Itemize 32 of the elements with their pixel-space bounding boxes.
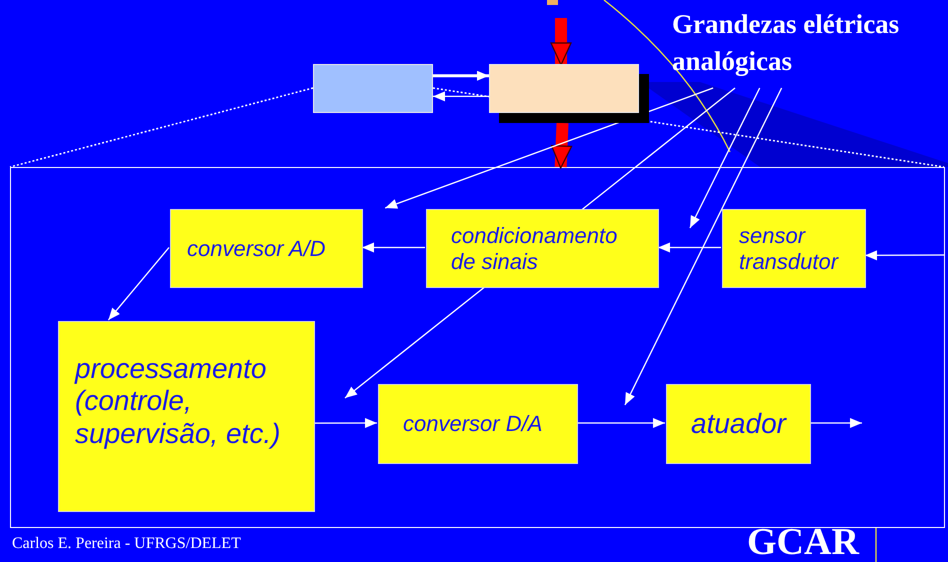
arrow — [433, 70, 489, 81]
block-arrow — [550, 18, 572, 66]
box-label: condicionamento de sinais — [451, 223, 618, 274]
box-label: processamento (controle, supervisão, etc.) — [75, 353, 282, 450]
arrow — [689, 88, 760, 228]
process-box — [170, 209, 363, 288]
heading-text: Grandezas elétricas analógicas — [672, 8, 900, 78]
process-box — [426, 209, 659, 288]
arrow — [624, 88, 782, 406]
arrow — [658, 242, 721, 252]
block-arrow — [550, 122, 572, 169]
process-box — [313, 64, 433, 113]
box-label: conversor A/D — [187, 236, 326, 262]
group-name: GCAR — [747, 520, 859, 562]
arrow — [108, 247, 170, 320]
box-label: sensor transdutor — [739, 223, 840, 274]
arrow — [384, 87, 714, 209]
box-label: atuador — [691, 408, 786, 440]
detail-frame — [10, 167, 945, 528]
arrow — [433, 91, 489, 102]
arrow — [810, 418, 862, 428]
footer-text: Carlos E. Pereira - UFRGS/DELET — [12, 535, 241, 553]
arrow — [344, 88, 736, 398]
arrow — [314, 418, 377, 428]
arrow — [577, 418, 665, 428]
arrow — [362, 242, 425, 252]
process-box — [378, 384, 578, 464]
process-box — [666, 384, 811, 464]
process-box — [722, 209, 866, 288]
box-label: conversor D/A — [403, 411, 542, 437]
process-box — [58, 321, 315, 512]
arrow — [865, 250, 944, 260]
